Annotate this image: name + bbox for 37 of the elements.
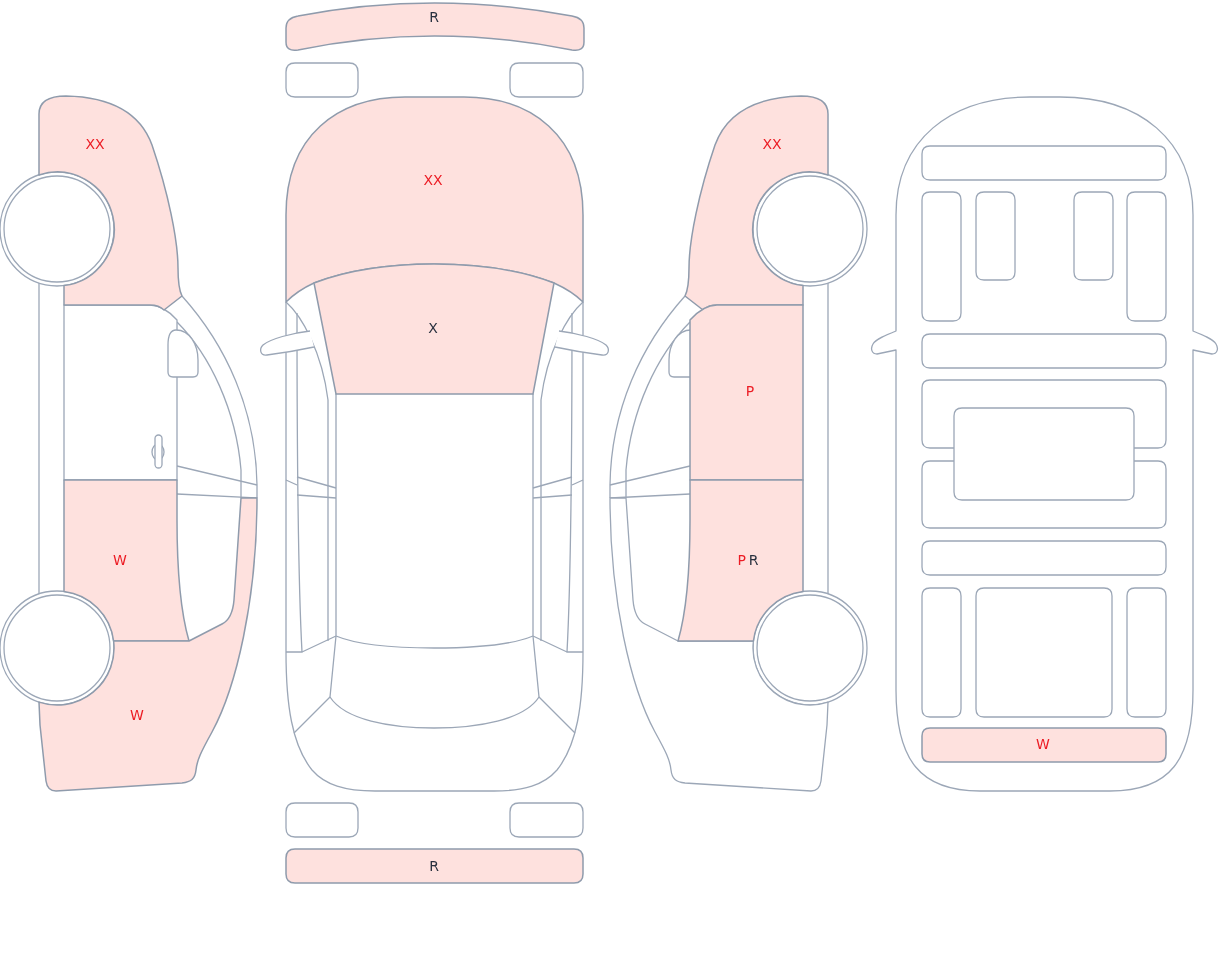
car-panel xyxy=(921,727,1167,763)
car-panel xyxy=(1073,191,1114,281)
car-panel xyxy=(509,62,584,98)
damage-code: R xyxy=(748,552,759,568)
car-panel xyxy=(1126,587,1167,718)
damage-code: R xyxy=(429,9,439,25)
damage-code: R xyxy=(429,858,439,874)
car-panel xyxy=(1126,191,1167,322)
car-panel xyxy=(975,191,1016,281)
damage-code: W xyxy=(113,552,127,568)
car-panel xyxy=(684,95,829,311)
car-panel xyxy=(921,587,962,718)
car-panel xyxy=(921,191,962,322)
car-panel xyxy=(285,848,584,884)
car-panel xyxy=(38,95,183,311)
damage-code: XX xyxy=(423,172,443,188)
car-panel xyxy=(285,62,359,98)
damage-code: X xyxy=(428,320,438,336)
damage-code: P xyxy=(745,383,755,399)
car-panel xyxy=(285,96,584,303)
car-panel xyxy=(313,263,555,395)
car-panel xyxy=(63,479,190,642)
car-panel xyxy=(285,802,359,838)
car-panel xyxy=(921,333,1167,369)
car-panel xyxy=(975,587,1113,718)
car-panel xyxy=(921,145,1167,181)
car-panel xyxy=(921,540,1167,576)
damage-code: P xyxy=(737,552,746,568)
car-panel xyxy=(953,407,1135,501)
damage-code: W xyxy=(130,707,144,723)
damage-code: XX xyxy=(85,136,105,152)
damage-code: XX xyxy=(762,136,782,152)
car-panel xyxy=(689,304,804,481)
car-panel xyxy=(677,479,804,642)
damage-code: W xyxy=(1036,736,1050,752)
car-panel xyxy=(509,802,584,838)
car-panel xyxy=(285,2,585,52)
